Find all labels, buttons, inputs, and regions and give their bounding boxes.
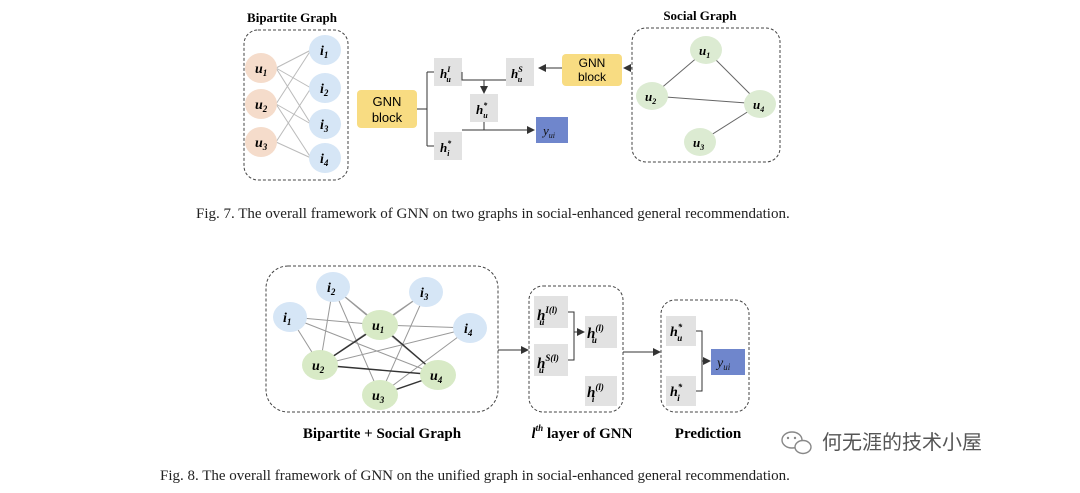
social-node bbox=[684, 128, 716, 156]
fig8-h-u-S: hS(l)u bbox=[537, 353, 559, 375]
fig7-gnn-block-right bbox=[562, 54, 622, 86]
fig8-pred-h-i: h*i bbox=[670, 382, 683, 403]
social-node bbox=[744, 90, 776, 118]
fig8-h-u-I-box bbox=[534, 296, 568, 328]
fig8-y-ui: yui bbox=[715, 356, 731, 372]
fig8-nodes: i1 i2 u1 i3 i4 u2 u4 u3 bbox=[273, 272, 487, 410]
fig8-layer-bracket bbox=[568, 311, 575, 361]
fig7-bipartite-title: Bipartite Graph bbox=[247, 10, 338, 25]
fig7-y-ui-box bbox=[536, 117, 568, 143]
fig8-unified-title: Bipartite + Social Graph bbox=[303, 426, 462, 442]
fig7-y-ui: yui bbox=[541, 123, 555, 140]
fig7-bracket bbox=[417, 71, 434, 147]
item-node-label: i4 bbox=[320, 152, 329, 168]
fig7-social-nodes: u1 u2 u4 u3 bbox=[636, 36, 776, 156]
item-node-label: i3 bbox=[320, 118, 329, 134]
item-node bbox=[273, 302, 307, 332]
fig8-pred-h-i-box bbox=[666, 376, 696, 406]
node-label: i4 bbox=[464, 322, 473, 338]
user-node bbox=[302, 350, 338, 380]
user-node bbox=[362, 380, 398, 410]
user-node-label: u2 bbox=[255, 98, 268, 114]
item-node bbox=[309, 35, 341, 65]
fig7-h-u-I-box bbox=[434, 58, 462, 86]
social-node bbox=[690, 36, 722, 64]
social-node bbox=[636, 82, 668, 110]
fig8-pred-h-u: h*u bbox=[670, 322, 683, 343]
fig8-layer-box bbox=[528, 285, 624, 413]
fig8-h-u-S-box bbox=[534, 344, 568, 376]
user-node bbox=[245, 127, 277, 157]
fig8-h-i-l-box bbox=[585, 376, 617, 406]
item-node bbox=[409, 277, 443, 307]
social-node-label: u4 bbox=[753, 97, 764, 114]
item-node bbox=[309, 109, 341, 139]
fig7-h-u-star-box bbox=[470, 94, 498, 122]
node-label: u2 bbox=[312, 359, 325, 375]
gnn-block-label: block bbox=[372, 110, 403, 125]
fig8-prediction-title: Prediction bbox=[675, 426, 742, 442]
gnn-block-label: GNN bbox=[579, 56, 606, 70]
item-node-label: i1 bbox=[320, 44, 328, 60]
watermark-text: 何无涯的技术小屋 bbox=[822, 430, 982, 454]
fig8-pred-bracket bbox=[696, 330, 703, 392]
fig7-caption: Fig. 7. The overall framework of GNN on … bbox=[196, 206, 790, 222]
watermark: 何无涯的技术小屋 bbox=[781, 430, 982, 455]
fig8-y-ui-box bbox=[711, 349, 745, 375]
fig7-item-nodes: i1 i2 i3 i4 bbox=[309, 35, 341, 173]
node-label: u1 bbox=[372, 319, 384, 335]
fig7-h-u-S-box bbox=[506, 58, 534, 86]
item-node bbox=[453, 313, 487, 343]
fig8-h-u-l-box bbox=[585, 316, 617, 348]
social-node-label: u3 bbox=[693, 135, 704, 152]
fig8-pred-h-u-box bbox=[666, 316, 696, 346]
fig8-h-u-I: hI(l)u bbox=[537, 305, 557, 327]
item-node-label: i2 bbox=[320, 82, 329, 98]
item-node bbox=[316, 272, 350, 302]
fig7-social-title: Social Graph bbox=[663, 8, 737, 23]
node-label: i2 bbox=[327, 281, 336, 297]
fig8-h-u-l: h(l)u bbox=[587, 323, 604, 345]
node-label: u4 bbox=[430, 369, 443, 385]
gnn-block-label: GNN bbox=[373, 94, 402, 109]
user-node bbox=[245, 89, 277, 119]
wechat-icon bbox=[781, 431, 812, 455]
item-node bbox=[309, 73, 341, 103]
node-label: i1 bbox=[283, 311, 291, 327]
fig8-diagram: i1 i2 u1 i3 i4 u2 u4 u3 Bipartite + Soci… bbox=[265, 265, 982, 455]
fig7-h-u-star: h*u bbox=[476, 101, 488, 120]
fig7-user-nodes: u1 u2 u3 bbox=[245, 53, 277, 157]
fig7-merge-line bbox=[461, 72, 506, 81]
user-node bbox=[420, 360, 456, 390]
fig7-h-i-star: h*i bbox=[440, 139, 452, 158]
social-node-label: u2 bbox=[645, 89, 656, 106]
fig7-social-box bbox=[631, 27, 781, 163]
gnn-block-label: block bbox=[578, 70, 607, 84]
fig7-gnn-block-left bbox=[357, 90, 417, 128]
fig8-caption: Fig. 8. The overall framework of GNN on … bbox=[160, 468, 790, 484]
fig7-diagram: Bipartite Graph u1 u2 u3 i1 i2 i3 bbox=[243, 8, 781, 181]
fig7-join-line bbox=[462, 122, 485, 131]
user-node bbox=[362, 310, 398, 340]
fig7-bipartite-box bbox=[243, 29, 349, 181]
node-label: u3 bbox=[372, 389, 385, 405]
user-node-label: u1 bbox=[255, 62, 267, 78]
item-node bbox=[309, 143, 341, 173]
fig8-layer-title: lth layer of GNN bbox=[532, 423, 633, 442]
fig7-h-i-star-box bbox=[434, 132, 462, 160]
node-label: i3 bbox=[420, 286, 429, 302]
user-node-label: u3 bbox=[255, 136, 268, 152]
fig8-h-i-l: h(l)i bbox=[587, 382, 604, 404]
fig8-unified-box bbox=[265, 265, 499, 413]
fig8-prediction-box bbox=[660, 299, 750, 413]
user-node bbox=[245, 53, 277, 83]
social-node-label: u1 bbox=[699, 43, 710, 60]
fig7-bipartite-edges bbox=[275, 49, 312, 159]
